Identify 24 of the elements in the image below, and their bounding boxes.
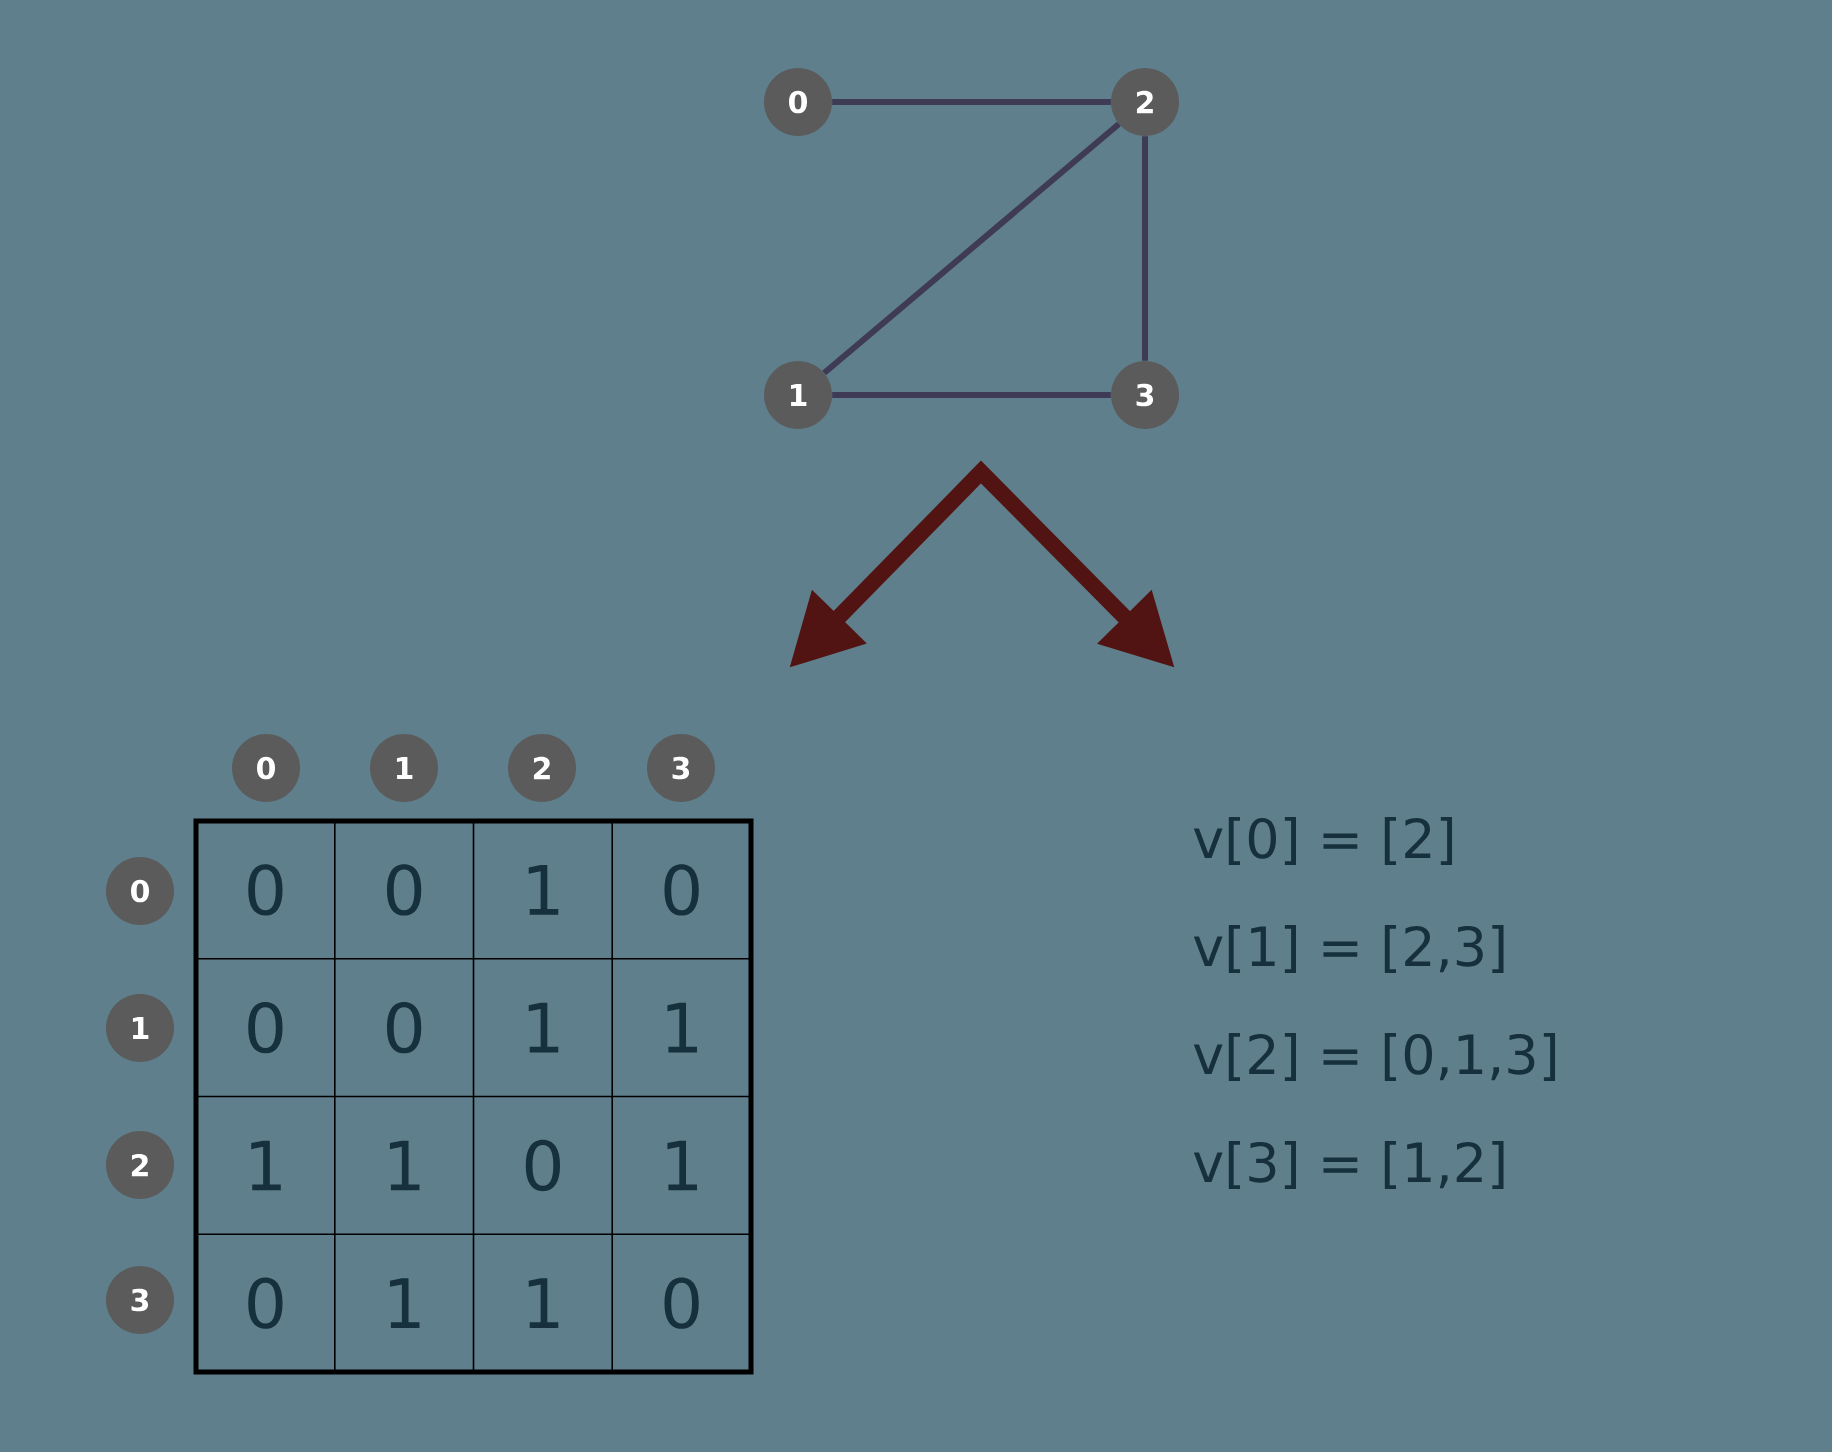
adjacency-list-entry: v[0] = [2] — [1193, 816, 1452, 866]
cell-value: 1 — [667, 1140, 697, 1191]
cell-value: 0 — [525, 1139, 561, 1192]
adjacency-list-entry: v[3] = [1,2] — [1193, 1140, 1504, 1190]
cell-value: 0 — [664, 1277, 699, 1329]
cell-value: 0 — [248, 1001, 283, 1054]
cell-value: 1 — [528, 865, 559, 915]
adjacency-list-entry: v[1] = [2,3] — [1193, 924, 1504, 974]
cell-value: 0 — [248, 1277, 283, 1329]
cell-value: 1 — [389, 1278, 420, 1328]
cell-value: 0 — [664, 864, 699, 916]
adjacency-list-entry: v[2] = [0,1,3] — [1193, 1032, 1556, 1082]
cell-value: 1 — [389, 1140, 420, 1191]
cell-value: 1 — [528, 1278, 559, 1328]
graph-edge — [832, 392, 1111, 398]
graph-edge — [832, 99, 1111, 105]
cell-value: 0 — [386, 1001, 422, 1054]
cell-value: 0 — [386, 864, 422, 916]
cell-value: 1 — [528, 1002, 559, 1053]
cell-value: 1 — [251, 1140, 281, 1191]
graph-edge — [1142, 136, 1148, 361]
cell-value: 1 — [667, 1002, 697, 1053]
graph-edge — [822, 121, 1121, 376]
cell-value: 0 — [248, 864, 283, 916]
